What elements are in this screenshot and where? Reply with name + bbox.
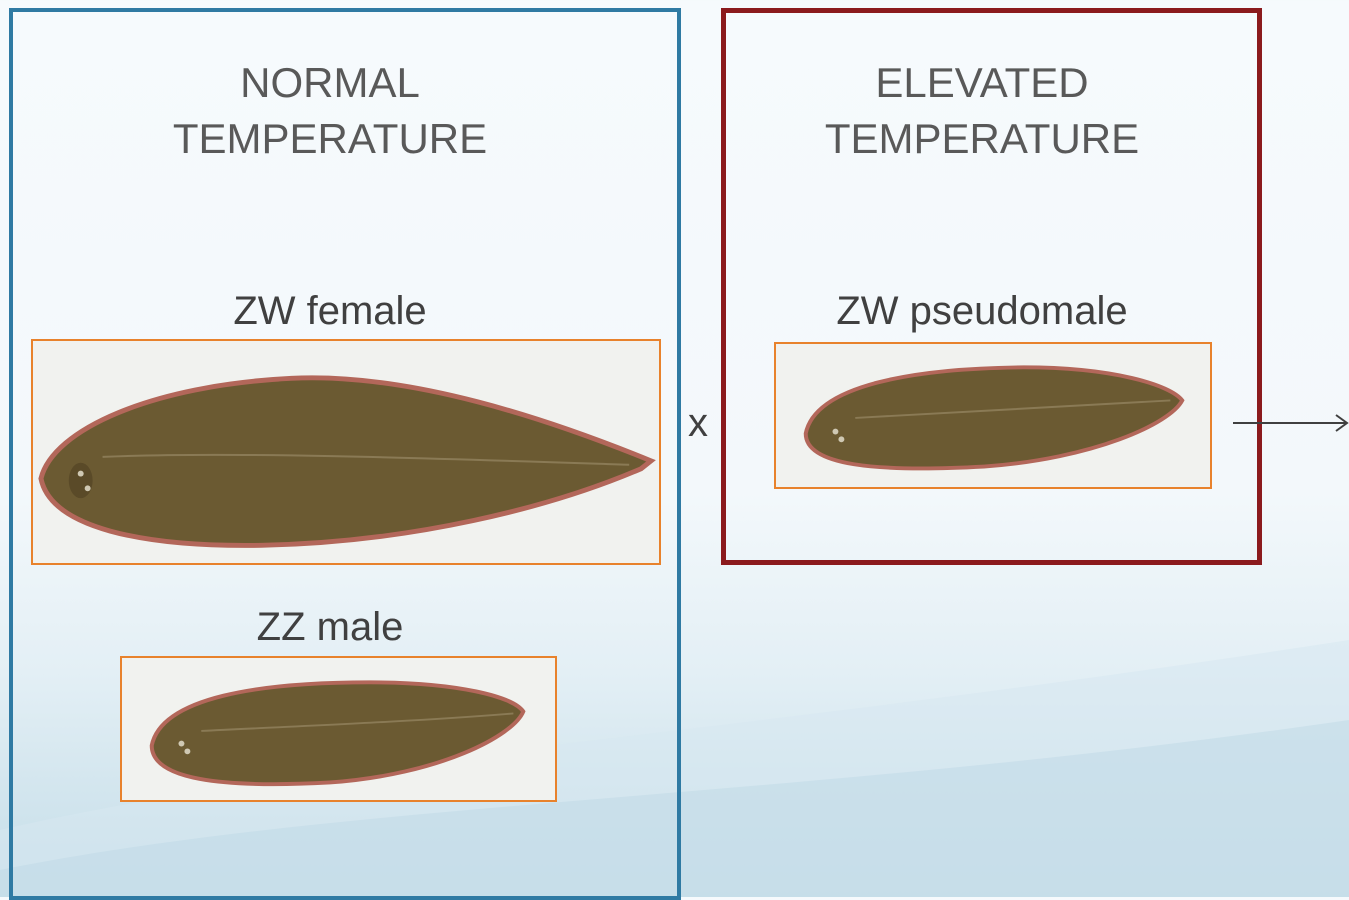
zz-male-photo — [120, 656, 557, 802]
sole-fish-icon — [803, 365, 1185, 471]
elevated-temperature-heading: ELEVATED TEMPERATURE — [824, 59, 1140, 162]
zw-pseudomale-label: ZW pseudomale — [836, 289, 1128, 333]
elevated-temperature-panel — [721, 8, 1262, 565]
zw-pseudomale-photo — [774, 342, 1212, 489]
sole-fish-icon — [38, 375, 656, 548]
normal-temperature-heading: NORMAL TEMPERATURE — [172, 59, 488, 162]
cross-symbol: x — [688, 401, 708, 445]
zw-female-photo — [31, 339, 661, 565]
zz-male-label: ZZ male — [256, 605, 404, 649]
sole-fish-icon — [149, 680, 526, 787]
zw-female-label: ZW female — [233, 289, 427, 333]
right-arrow-icon — [1233, 414, 1349, 432]
